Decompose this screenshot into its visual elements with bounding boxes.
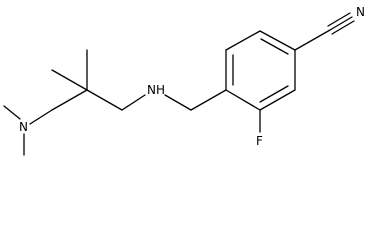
nitrile-nitrogen-label: N <box>356 5 365 19</box>
n-methyl-bond-up <box>3 105 21 120</box>
dimethylamino-group: N <box>3 105 53 156</box>
ch2-to-nme2-bond <box>29 109 53 125</box>
amine-hydrogen-label: H <box>156 83 165 97</box>
nitrile-triple-bond-3 <box>331 20 355 35</box>
fluorine-label: F <box>256 134 263 148</box>
benzene-ring <box>225 30 296 111</box>
amine-nitrogen-label: N <box>147 83 156 97</box>
benzyl-bond <box>190 89 227 111</box>
dimethylamino-nitrogen-label: N <box>19 120 28 134</box>
ring-bond-6 <box>225 30 261 51</box>
molecule-diagram: N F N H N <box>3 5 365 156</box>
nh-to-ch2-bond <box>121 94 146 111</box>
quaternary-to-ch2-bond <box>51 89 88 111</box>
nitrile-single-bond <box>294 29 331 51</box>
dimethylpropyl-chain <box>51 49 146 111</box>
ch2-to-quaternary-bond <box>86 89 123 111</box>
ring-bond-3 <box>259 89 296 111</box>
nitrile-triple-bond-2 <box>327 12 351 27</box>
nitrile-group: N <box>294 5 365 51</box>
methyl-bond-left <box>51 69 88 91</box>
ring-double-bond-b <box>259 85 289 103</box>
nitrile-triple-bond-1 <box>329 16 353 31</box>
fluoro-substituent: F <box>256 109 263 148</box>
benzylamine-linker: N H <box>147 83 227 111</box>
benzyl-to-nh-bond <box>164 94 192 111</box>
ring-bond-1 <box>259 30 296 51</box>
ring-double-bond-c <box>260 38 289 55</box>
ring-bond-4 <box>225 89 261 111</box>
